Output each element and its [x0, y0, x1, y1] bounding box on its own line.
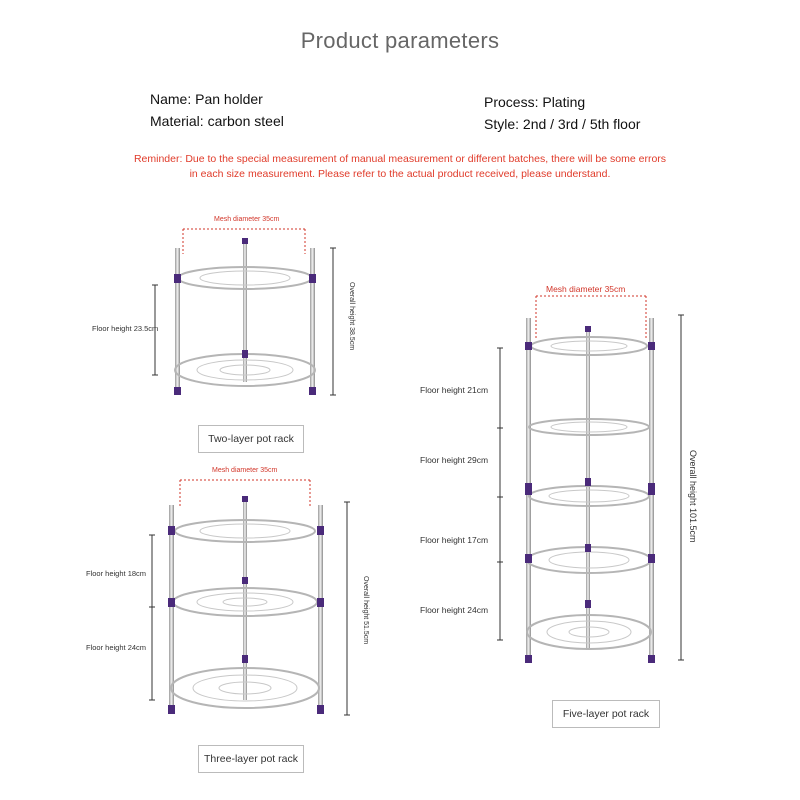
rack-pole	[310, 248, 315, 393]
five-layer-mesh-label: Mesh diameter 35cm	[546, 284, 626, 294]
rack-pole	[243, 242, 247, 382]
spec-material: Material: carbon steel	[150, 113, 284, 129]
five-layer-caption: Five-layer pot rack	[552, 700, 660, 728]
three-layer-caption: Three-layer pot rack	[198, 745, 304, 773]
page-title: Product parameters	[300, 28, 500, 53]
five-layer-floor-label-3: Floor height 17cm	[420, 535, 489, 545]
two-layer-rack	[152, 228, 336, 396]
reminder-note: Reminder: Due to the special measurement…	[60, 152, 740, 182]
three-layer-floor-label-1: Floor height 18cm	[86, 569, 147, 578]
five-layer-floor-label-4: Floor height 24cm	[420, 605, 489, 615]
five-layer-overall-label: Overall height 101.5cm	[688, 450, 698, 543]
spec-process: Process: Plating	[484, 94, 586, 110]
rack-pole	[175, 248, 180, 393]
reminder-line-2: in each size measurement. Please refer t…	[189, 168, 611, 180]
three-layer-overall-label: Overall height 51.5cm	[362, 576, 369, 645]
two-layer-caption: Two-layer pot rack	[198, 425, 304, 453]
reminder-line-1: Reminder: Due to the special measurement…	[133, 153, 667, 165]
spec-name: Name: Pan holder	[150, 91, 263, 107]
two-layer-mesh-label: Mesh diameter 35cm	[214, 216, 280, 223]
three-layer-floor-label-2: Floor height 24cm	[86, 643, 147, 652]
five-layer-floor-label-1: Floor height 21cm	[420, 385, 489, 395]
two-layer-overall-label: Overall height 38.5cm	[348, 282, 355, 351]
two-layer-floor-label: Floor height 23.5cm	[92, 324, 159, 333]
five-layer-rack	[497, 295, 684, 663]
five-layer-floor-label-2: Floor height 29cm	[420, 455, 489, 465]
three-layer-mesh-label: Mesh diameter 35cm	[212, 467, 278, 474]
three-layer-rack	[149, 479, 350, 716]
spec-style: Style: 2nd / 3rd / 5th floor	[484, 116, 641, 132]
